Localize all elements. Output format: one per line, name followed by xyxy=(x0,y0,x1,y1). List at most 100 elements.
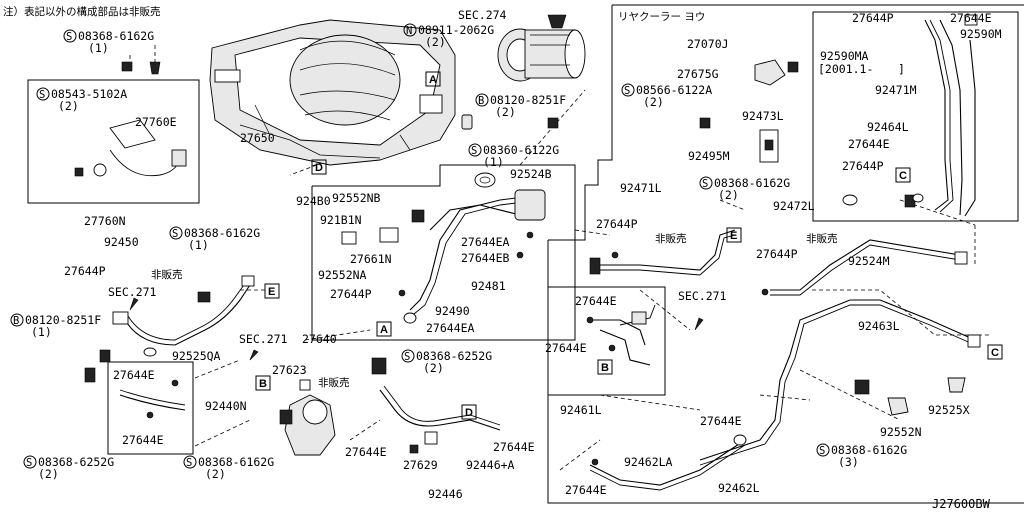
label-qty: (2) xyxy=(423,361,444,375)
header-note: 注）表記以外の構成部品は非販売 xyxy=(3,5,161,18)
label-92524B: 92524B xyxy=(510,167,552,181)
label-27650: 27650 xyxy=(240,131,275,145)
label-27644E: 27644E xyxy=(122,433,164,447)
evaporator-unit-icon xyxy=(209,19,456,166)
svg-text:S: S xyxy=(702,178,708,190)
pipe-92446-icon xyxy=(371,357,501,454)
svg-text:D: D xyxy=(465,407,473,419)
symbol-s-icon: S xyxy=(468,143,482,157)
label-92552NB: 92552NB xyxy=(332,191,381,205)
label-27644E: 27644E xyxy=(565,483,607,497)
svg-text:S: S xyxy=(471,145,477,157)
leader xyxy=(899,199,976,226)
marker-a-bottom: A xyxy=(376,321,392,337)
part-labels: 08368-6162G (1) 08543-5102A (2) 27760E 2… xyxy=(25,8,1002,501)
svg-text:S: S xyxy=(66,31,72,43)
label-rear-cooler: リヤクーラー ヨウ xyxy=(618,11,705,23)
label-sec271: SEC.271 xyxy=(108,285,157,299)
label-not-sold: 非販売 xyxy=(806,232,838,245)
marker-a-top: A xyxy=(425,71,441,87)
pipe-92461l-icon xyxy=(586,304,656,366)
label-92472L: 92472L xyxy=(773,199,815,213)
leader xyxy=(759,394,811,401)
svg-text:N: N xyxy=(406,25,412,37)
label-92440N: 92440N xyxy=(205,399,247,413)
label-27644P: 27644P xyxy=(64,264,106,278)
svg-text:S: S xyxy=(819,445,825,457)
svg-text:B: B xyxy=(13,315,19,327)
label-08368-6162G: 08368-6162G xyxy=(831,443,907,457)
bracket-27675g-icon xyxy=(699,59,799,129)
label-08368-6252G: 08368-6252G xyxy=(38,455,114,469)
wiring-harness-icon xyxy=(74,119,187,177)
label-92446+A: 92446+A xyxy=(466,458,515,472)
label-2001-end: ] xyxy=(898,62,905,76)
label-27623: 27623 xyxy=(272,363,307,377)
label-27644E: 27644E xyxy=(545,341,587,355)
label-qty: (3) xyxy=(838,455,859,469)
label-08120-8251F: 08120-8251F xyxy=(490,93,566,107)
label-92471M: 92471M xyxy=(875,83,917,97)
symbol-n-icon: N xyxy=(403,23,417,37)
label-08543-5102A: 08543-5102A xyxy=(51,87,127,101)
label-08368-6162G: 08368-6162G xyxy=(198,455,274,469)
label-qty: (2) xyxy=(38,467,59,481)
label-92446: 92446 xyxy=(428,487,463,501)
label-92481: 92481 xyxy=(471,279,506,293)
label-27644E: 27644E xyxy=(950,11,992,25)
label-27644E: 27644E xyxy=(848,137,890,151)
label-921B1N: 921B1N xyxy=(320,213,362,227)
clamp-icon xyxy=(854,379,870,395)
marker-c-right: C xyxy=(987,344,1003,360)
label-qty: (2) xyxy=(425,35,446,49)
label-92495M: 92495M xyxy=(688,149,730,163)
label-92471L: 92471L xyxy=(620,181,662,195)
label-qty: (1) xyxy=(188,238,209,252)
label-92590M: 92590M xyxy=(960,27,1002,41)
frame-924b0 xyxy=(311,164,576,341)
svg-text:C: C xyxy=(991,347,999,359)
expansion-valve-icon xyxy=(759,129,779,163)
svg-text:S: S xyxy=(624,85,630,97)
label-27661N: 27661N xyxy=(350,252,392,266)
label-27644E: 27644E xyxy=(700,414,742,428)
label-92473L: 92473L xyxy=(742,109,784,123)
clamp-icon xyxy=(887,397,909,416)
label-27644P: 27644P xyxy=(842,159,884,173)
label-92552N: 92552N xyxy=(880,425,922,439)
label-not-sold: 非販売 xyxy=(151,268,183,281)
leader xyxy=(194,359,241,379)
frame-rear-cooler-bottom xyxy=(547,240,1024,504)
label-27644EA: 27644EA xyxy=(461,235,510,249)
label-08368-6162G: 08368-6162G xyxy=(184,226,260,240)
diagram-code: J27600BW xyxy=(932,497,991,511)
label-2001: [2001.1- xyxy=(818,62,873,76)
symbol-s-icon: S xyxy=(816,443,830,457)
label-not-sold: 非販売 xyxy=(655,232,687,245)
svg-text:S: S xyxy=(26,457,32,469)
symbol-s-icon: S xyxy=(36,87,50,101)
label-08368-6162G: 08368-6162G xyxy=(714,176,790,190)
svg-text:A: A xyxy=(380,324,388,336)
pipe-924b0-icon xyxy=(341,189,546,324)
leader-d xyxy=(289,147,332,176)
label-92463L: 92463L xyxy=(858,319,900,333)
label-92464L: 92464L xyxy=(867,120,909,134)
pipe-92462l-icon xyxy=(589,434,747,491)
svg-text:B: B xyxy=(259,378,267,390)
compressor-icon xyxy=(497,14,586,82)
symbol-s-icon: S xyxy=(63,29,77,43)
marker-e-left: E xyxy=(264,283,280,299)
label-92552NA: 92552NA xyxy=(318,268,367,282)
label-08368-6252G: 08368-6252G xyxy=(416,349,492,363)
label-sec271: SEC.271 xyxy=(239,332,288,346)
label-qty: (2) xyxy=(718,188,739,202)
svg-text:E: E xyxy=(268,286,275,298)
pipe-92590m-icon xyxy=(904,14,978,217)
label-92462LA: 92462LA xyxy=(624,455,673,469)
label-27644P: 27644P xyxy=(330,287,372,301)
symbol-s-icon: S xyxy=(23,455,37,469)
label-924B0: 924B0 xyxy=(296,194,331,208)
symbol-s-icon: S xyxy=(183,455,197,469)
